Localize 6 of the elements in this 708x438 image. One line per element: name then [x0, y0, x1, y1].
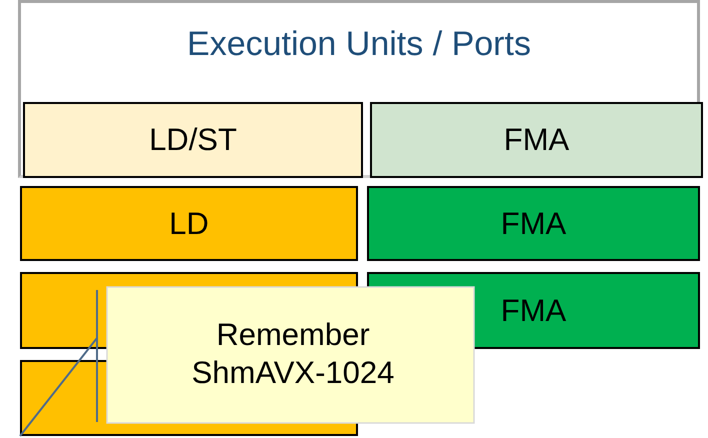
execution-unit: LD	[20, 186, 358, 261]
execution-unit: FMA	[367, 186, 700, 261]
execution-unit: FMA	[370, 102, 703, 178]
panel-title: Execution Units / Ports	[187, 25, 531, 64]
panel-frame	[18, 0, 700, 178]
execution-unit: LD/ST	[23, 102, 363, 178]
